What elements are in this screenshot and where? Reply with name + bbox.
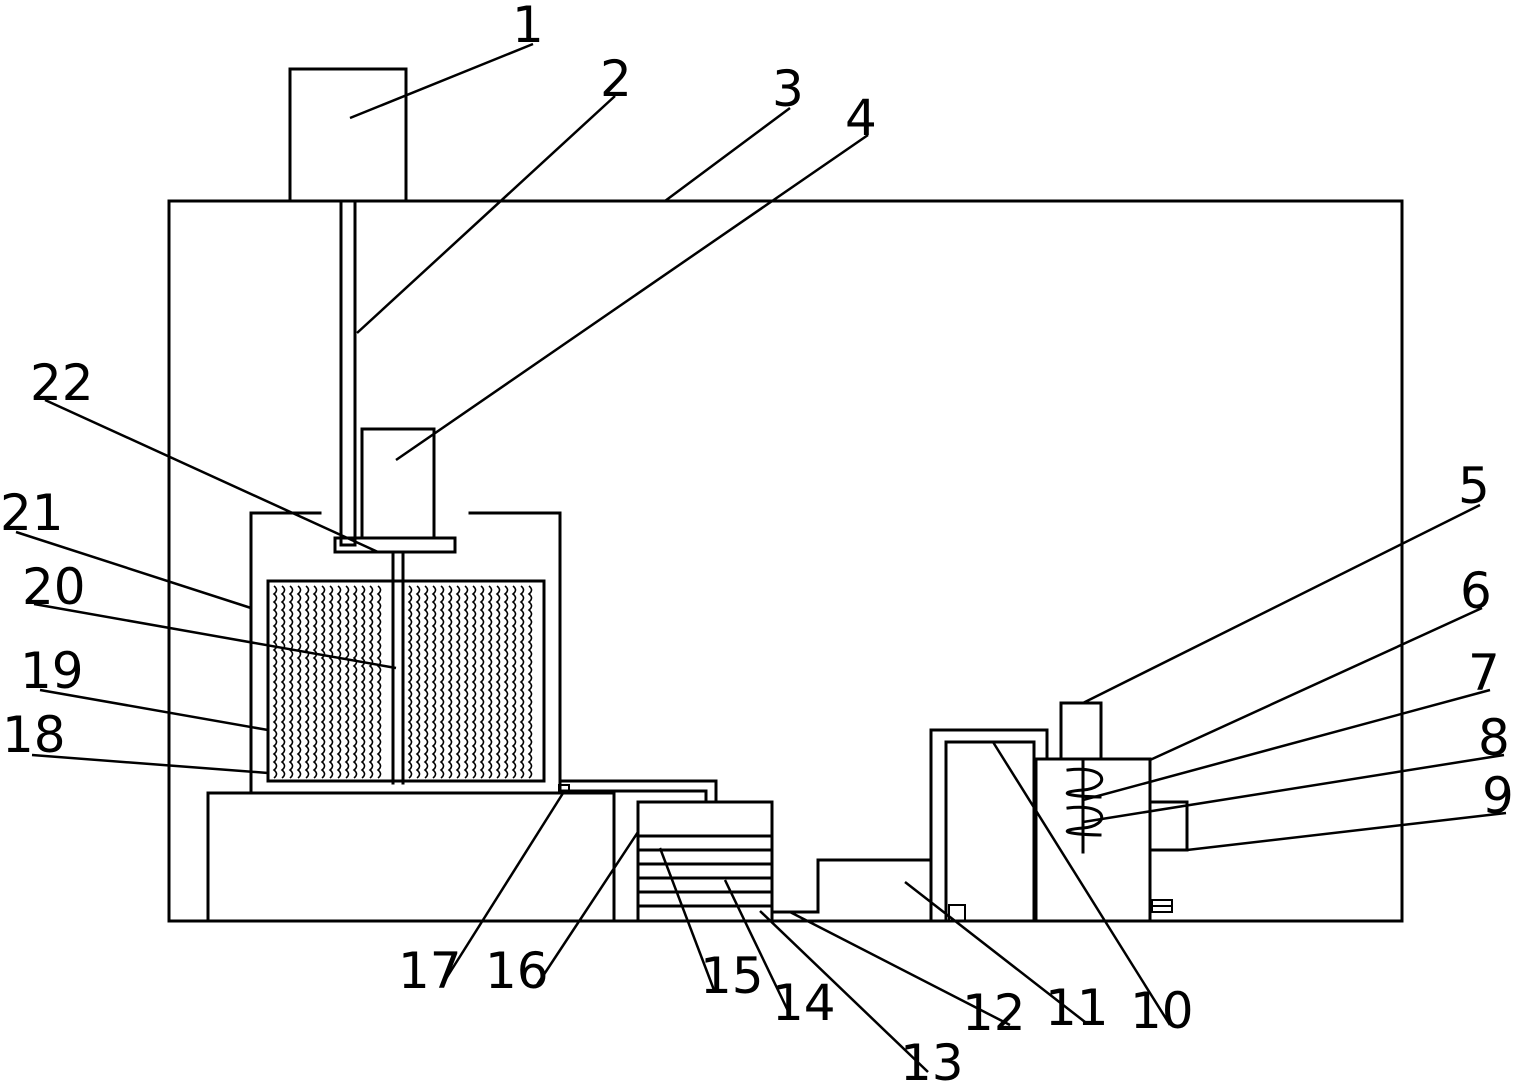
wave-line: [360, 585, 366, 779]
inner-basket: [266, 579, 546, 783]
label-16: 16: [485, 942, 549, 1000]
leader-12: [789, 910, 1011, 1027]
leader-9: [1186, 811, 1507, 852]
label-18: 18: [2, 706, 66, 764]
label-15: 15: [700, 947, 764, 1005]
leader-18: [31, 753, 269, 775]
label-22: 22: [30, 354, 94, 412]
leader-19: [39, 688, 269, 732]
label-4: 4: [845, 89, 877, 147]
leader-15: [658, 847, 716, 991]
wave-line: [463, 585, 469, 779]
leader-4: [395, 133, 869, 462]
wave-line: [352, 585, 358, 779]
label-5: 5: [1458, 457, 1490, 515]
leader-22: [44, 398, 379, 554]
leader-2: [356, 95, 616, 334]
label-21: 21: [0, 484, 64, 542]
main-housing: [167, 199, 1404, 923]
leader-7: [1082, 688, 1491, 802]
wave-line: [415, 585, 421, 779]
wave-line: [296, 585, 302, 779]
outlet-pipe-outer: [558, 779, 718, 804]
leader-13: [759, 910, 929, 1073]
wave-line: [479, 585, 485, 779]
wave-line: [376, 585, 382, 779]
filter-material: [272, 585, 533, 779]
mixer-motor: [1059, 701, 1103, 761]
wave-line: [519, 585, 525, 779]
wave-line: [423, 585, 429, 779]
label-19: 19: [20, 642, 84, 700]
outer-tank: [249, 511, 562, 795]
pump-body: [816, 858, 933, 914]
pressure-plate: [333, 536, 457, 554]
filter-plates: [636, 848, 774, 908]
base-block: [206, 791, 616, 923]
wave-line: [431, 585, 437, 779]
leader-16: [535, 831, 640, 986]
wave-line: [503, 585, 509, 779]
wave-line: [320, 585, 326, 779]
wave-line: [439, 585, 445, 779]
wave-line: [495, 585, 501, 779]
leader-20: [33, 602, 397, 670]
leader-3: [664, 106, 791, 203]
mixer-blade-upper: [1065, 767, 1103, 799]
leader-14: [723, 879, 792, 1016]
leader-10: [991, 741, 1172, 1026]
outlet-pipe-inner: [558, 789, 708, 804]
leader-1: [349, 42, 534, 120]
wave-line: [511, 585, 517, 779]
label-3: 3: [772, 60, 804, 118]
wave-line: [304, 585, 310, 779]
wave-line: [487, 585, 493, 779]
label-9: 9: [1482, 767, 1514, 825]
label-14: 14: [772, 974, 836, 1032]
label-8: 8: [1478, 709, 1510, 767]
drive-shaft: [339, 199, 357, 547]
mixer-blade-lower: [1065, 805, 1103, 837]
wave-line: [455, 585, 461, 779]
label-11: 11: [1045, 979, 1109, 1037]
wave-line: [471, 585, 477, 779]
label-6: 6: [1460, 562, 1492, 620]
label-20: 20: [22, 558, 86, 616]
wave-line: [272, 585, 278, 779]
wave-line: [368, 585, 374, 779]
wave-line: [447, 585, 453, 779]
wave-line: [280, 585, 286, 779]
wave-line: [344, 585, 350, 779]
wave-line: [336, 585, 342, 779]
wave-line: [288, 585, 294, 779]
leader-21: [15, 530, 252, 610]
filter-box: [636, 800, 774, 923]
leader-5: [1082, 503, 1481, 705]
leader-lines: [15, 42, 1507, 1073]
label-10: 10: [1130, 982, 1194, 1040]
top-motor: [288, 67, 408, 203]
leader-17: [440, 789, 567, 986]
label-1: 1: [512, 0, 544, 54]
label-2: 2: [600, 50, 632, 108]
label-12: 12: [962, 984, 1026, 1042]
side-box: [1148, 800, 1189, 852]
label-17: 17: [398, 942, 462, 1000]
wave-line: [328, 585, 334, 779]
leader-8: [1082, 753, 1505, 824]
tall-tank: [944, 740, 1036, 923]
u-pipe-outer: [929, 728, 1049, 923]
wave-line: [527, 585, 533, 779]
leader-11: [904, 881, 1086, 1023]
wave-line: [407, 585, 413, 779]
label-7: 7: [1468, 644, 1500, 702]
wave-line: [312, 585, 318, 779]
leader-6: [1149, 606, 1483, 762]
label-13: 13: [900, 1034, 964, 1088]
inner-box: [360, 427, 436, 540]
